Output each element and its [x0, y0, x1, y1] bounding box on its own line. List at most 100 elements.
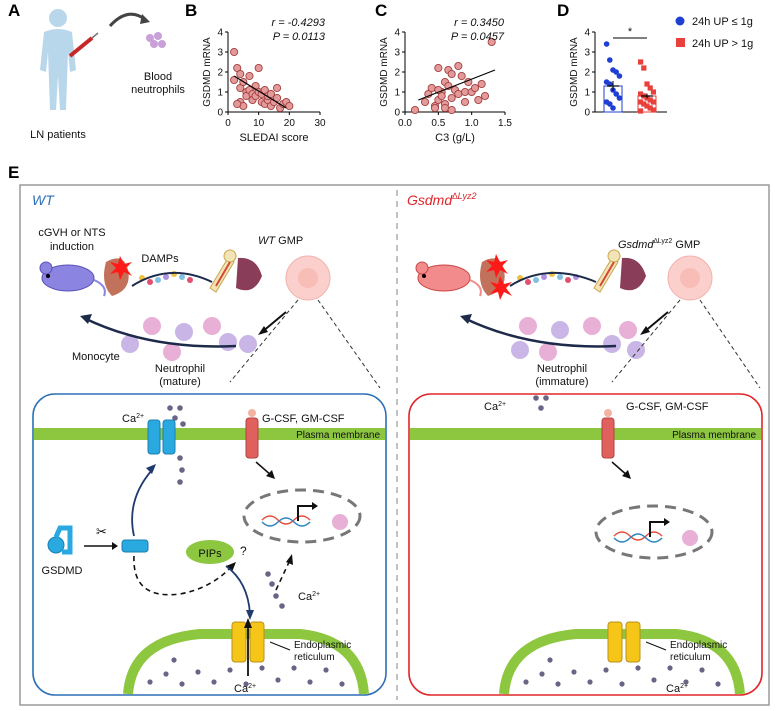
chart-b-x-tick-label: 20	[284, 118, 296, 129]
wt-transcription-arrow	[297, 505, 314, 521]
chart-d-point-high	[650, 107, 656, 113]
wt-to-pips-arrow	[133, 555, 233, 596]
chart-c-point	[474, 95, 483, 105]
chart-d-point-high	[638, 91, 644, 97]
chart-b-point	[273, 83, 282, 93]
wt-nucleus	[242, 488, 362, 544]
wt-monocyte-label: Monocyte	[72, 351, 120, 363]
wt-mouse-icon	[39, 261, 106, 297]
ko-csf-receptor	[601, 417, 615, 459]
panel-d-label: D	[557, 1, 569, 20]
neutrophil-cluster-icon	[146, 32, 166, 48]
panel-b-label: B	[185, 1, 197, 20]
chart-b-x-label: SLEDAI score	[239, 132, 308, 144]
chart-c-y-tick-label: 0	[394, 108, 400, 119]
legend-label-low: 24h UP ≤ 1g	[692, 16, 753, 28]
wt-damps-beads	[139, 271, 193, 285]
chart-d-point-high	[650, 89, 656, 95]
wt-er-label-1: Endoplasmic	[294, 640, 351, 651]
ko-membrane-label: Plasma membrane	[672, 430, 756, 441]
chart-c-point	[487, 37, 496, 47]
ko-csf-ligand	[604, 409, 612, 417]
chart-b-y-tick-label: 0	[217, 108, 223, 119]
chart-c-y-tick-label: 1	[394, 88, 400, 99]
ko-gmp-label: Gsdmd∆Lyz2 GMP	[618, 238, 700, 251]
ko-gmp-arrow	[643, 311, 669, 333]
ko-er-label-2: reticulum	[670, 652, 711, 663]
chart-c-point	[457, 71, 466, 81]
wt-gmp-label: WT GMP	[258, 235, 303, 247]
wt-kidney-icon	[104, 256, 132, 296]
chart-c-p: P = 0.0457	[451, 31, 505, 43]
chart-d-y-tick-label: 4	[584, 28, 590, 39]
chart-c-point	[434, 63, 443, 73]
chart-c-y-tick-label: 2	[394, 68, 400, 79]
ko-transcription-arrow	[649, 521, 666, 537]
wt-csf-label: G-CSF, GM-CSF	[262, 413, 345, 425]
chart-d-point-low	[613, 69, 619, 75]
ko-damps-arrow	[509, 272, 597, 287]
ko-dna-icon	[613, 531, 663, 541]
chart-d-y-label: GSDMD mRNA	[569, 37, 580, 107]
wt-neutrophil-label-1: Neutrophil	[155, 363, 205, 375]
chart-c-point	[470, 83, 480, 93]
wt-ca-bottom-label: Ca2+	[234, 683, 256, 695]
curved-arrow-icon	[108, 12, 147, 28]
ko-ca-top-label: Ca2+	[484, 401, 506, 413]
chart-d-point-high	[644, 103, 650, 109]
wt-migration-arrow	[83, 316, 237, 348]
chart-c-point	[410, 105, 420, 115]
panel-c-label: C	[375, 1, 387, 20]
chart-b-fit-line	[233, 75, 287, 109]
chart-b-point	[233, 99, 242, 109]
chart-d-point-high	[638, 108, 644, 114]
chart-d-y-tick-label: 3	[584, 48, 590, 59]
wt-neutrophil-label-2: (mature)	[159, 376, 201, 388]
chart-d-point-high	[641, 65, 647, 71]
wt-damps-arrow	[131, 272, 213, 287]
chart-c-point	[447, 105, 456, 115]
chart-d-legend: 24h UP ≤ 1g 24h UP > 1g	[675, 16, 753, 50]
chart-c-x-label: C3 (g/L)	[435, 132, 475, 144]
chart-b-p: P = 0.0113	[273, 31, 326, 43]
ko-csf-label: G-CSF, GM-CSF	[626, 401, 709, 413]
wt-ip3r-channel	[231, 621, 265, 663]
ko-cell-box	[408, 393, 763, 696]
chart-b-r: r = -0.4293	[271, 17, 325, 29]
chart-c-point	[427, 83, 436, 93]
chart-c-point	[447, 93, 456, 103]
chart-b-point	[245, 71, 254, 81]
chart-b-x-tick-label: 30	[314, 118, 326, 129]
panel-e-frame	[19, 184, 770, 706]
wt-gmp-arrow	[261, 311, 287, 333]
wt-title: WT	[32, 192, 55, 208]
wt-zoom-line-right	[317, 299, 381, 389]
legend-label-high: 24h UP > 1g	[692, 38, 753, 50]
chart-d-point-low	[603, 41, 610, 47]
chart-b-point	[285, 101, 294, 111]
chart-d-y-tick-label: 0	[584, 108, 590, 119]
wt-dna-icon	[261, 515, 311, 525]
chart-c-point	[460, 97, 470, 107]
wt-pips-label: PIPs	[198, 548, 222, 560]
ko-title: Gsdmd∆Lyz2	[407, 191, 476, 208]
blood-neutrophils-label-1: Blood	[144, 71, 172, 83]
blood-neutrophils-label-2: neutrophils	[131, 84, 185, 96]
chart-b-y-label: GSDMD mRNA	[202, 37, 213, 107]
chart-b-y-tick-label: 3	[217, 48, 223, 59]
wt-ca-channel-right	[162, 419, 176, 455]
chart-b-point	[273, 93, 282, 103]
ko-gmp-nucleus	[680, 268, 700, 288]
legend-marker-low	[675, 16, 685, 26]
chart-d-point-low	[607, 101, 613, 107]
wt-damps-label: DAMPs	[141, 253, 179, 265]
wt-plasma-membrane	[34, 428, 385, 440]
chart-c-point	[440, 103, 450, 113]
wt-ca-mid-label: Ca2+	[298, 591, 320, 603]
syringe-icon	[68, 32, 99, 58]
chart-b-point	[230, 47, 239, 57]
chart-d-point-low	[607, 57, 613, 63]
wt-er-pointer	[269, 641, 291, 651]
